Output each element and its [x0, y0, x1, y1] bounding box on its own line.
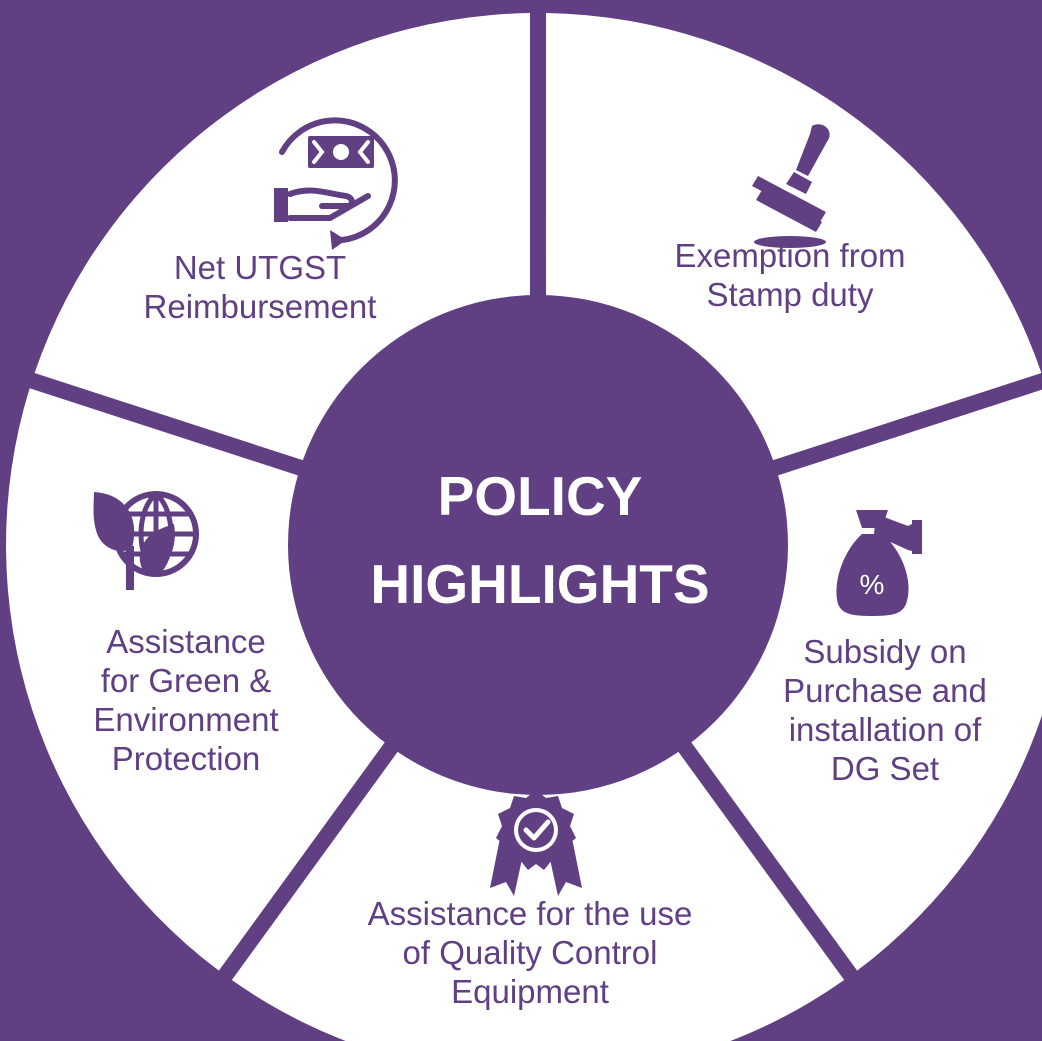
quality-badge-icon [490, 790, 582, 896]
center-disc [288, 295, 788, 795]
segment-label-green-environment: Assistance for Green & Environment Prote… [93, 623, 279, 777]
svg-text:%: % [860, 569, 885, 600]
segment-label-quality-control: Assistance for the use of Quality Contro… [367, 895, 693, 1010]
hand-money-cycle-icon [274, 117, 398, 250]
stamp-icon [752, 124, 830, 248]
green-globe-icon [93, 491, 199, 590]
center-title: POLICY HIGHLIGHTS [370, 465, 710, 615]
segment-label-net-utgst: Net UTGST Reimbursement [143, 249, 377, 325]
segment-label-dg-set: Subsidy on Purchase and installation of … [783, 633, 987, 787]
segment-label-stamp-duty: Exemption from Stamp duty [674, 237, 906, 313]
money-bag-percent-icon: % [836, 510, 922, 616]
